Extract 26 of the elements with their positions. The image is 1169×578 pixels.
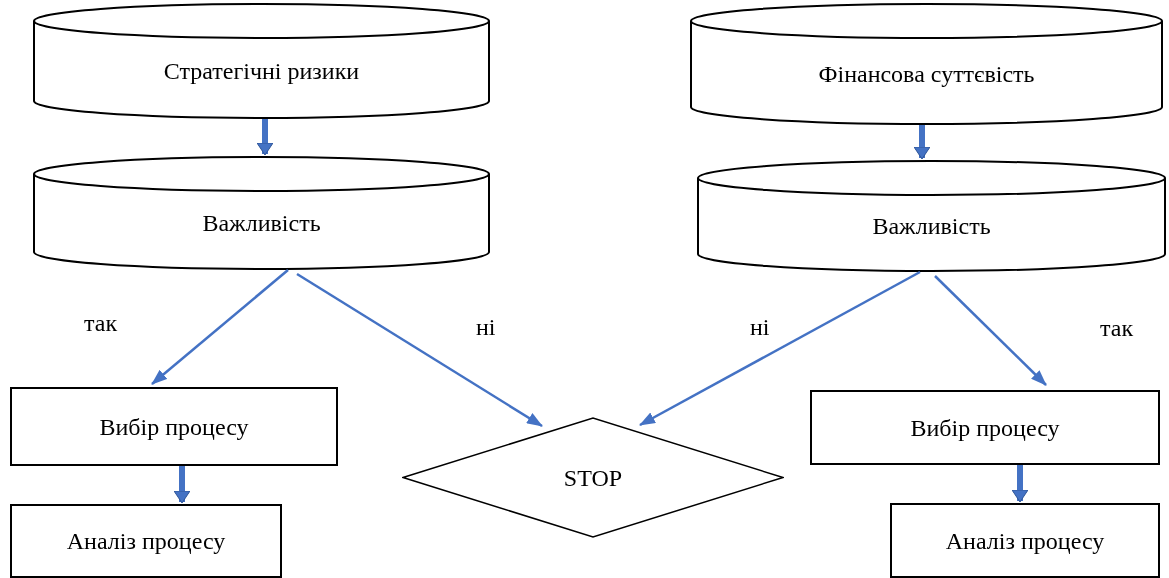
cylinder-node <box>33 3 490 119</box>
node-label: Стратегічні ризики <box>163 57 360 86</box>
process-box <box>810 390 1160 465</box>
arrow <box>296 272 543 428</box>
node-label: Аналіз процесу <box>66 527 226 556</box>
node-label: Важливість <box>202 209 321 238</box>
node-label: Фінансова суттєвість <box>818 60 1035 89</box>
block-arrow <box>913 125 931 160</box>
block-arrow <box>256 119 274 156</box>
block-arrow <box>173 466 191 504</box>
arrow <box>934 275 1047 386</box>
arrow <box>151 269 289 385</box>
node-label: Вибір процесу <box>910 413 1060 443</box>
node-label: STOP <box>563 463 623 493</box>
node-label: Важливість <box>872 212 991 241</box>
process-box <box>890 503 1160 578</box>
block-arrow <box>1011 465 1029 503</box>
process-box <box>10 504 282 578</box>
node-label: Аналіз процесу <box>945 526 1105 556</box>
cylinder-node <box>33 156 490 270</box>
arrow <box>639 270 921 427</box>
node-label: Вибір процесу <box>99 412 249 442</box>
cylinder-node <box>697 160 1166 272</box>
process-box <box>10 387 338 466</box>
cylinder-node <box>690 3 1163 125</box>
decision-diamond <box>402 417 784 538</box>
